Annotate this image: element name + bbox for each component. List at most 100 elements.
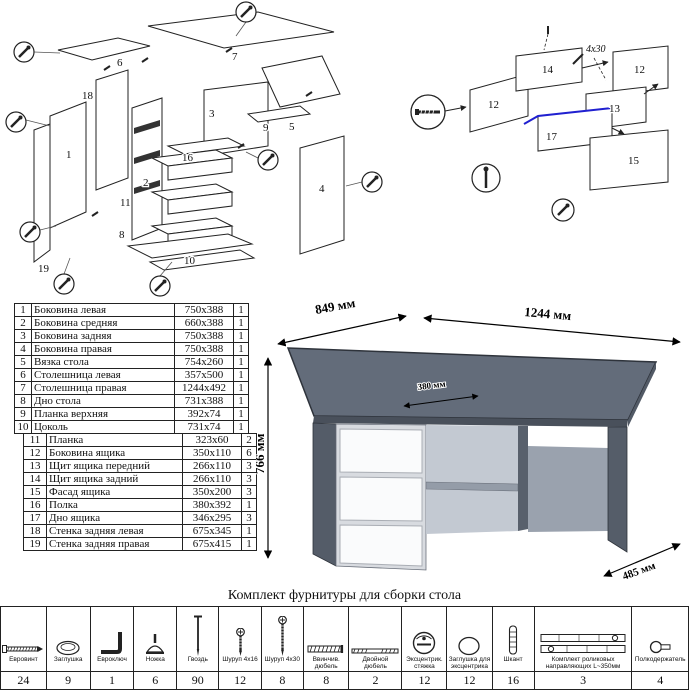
hardware-item-qty: 12 <box>446 671 493 690</box>
hardware-item: Шкант <box>491 606 535 672</box>
part-label: 13 <box>609 103 621 115</box>
parts-cell-size: 357x500 <box>174 368 234 382</box>
parts-cell-num: 2 <box>14 316 32 330</box>
panel-side-back <box>203 81 269 157</box>
parts-cell-size: 750x388 <box>174 303 234 317</box>
hardware-item: Заглушка <box>45 606 91 672</box>
hardware-item: Шуруп 4x30 <box>260 606 304 672</box>
parts-cell-num: 14 <box>23 472 47 486</box>
part-label: 11 <box>120 197 131 209</box>
parts-cell-num: 6 <box>14 368 32 382</box>
parts-cell-size: 392x74 <box>174 407 234 421</box>
hexkey-icon <box>92 612 133 656</box>
drawer-front <box>339 428 423 474</box>
hardware-item: Эксцентрик. стяжка <box>401 606 448 672</box>
assembly-arrows <box>581 60 659 135</box>
parts-cell-qty: 1 <box>233 355 249 369</box>
parts-cell-size: 754x260 <box>174 355 234 369</box>
part-label: 19 <box>38 263 50 275</box>
hardware-item-name: Шуруп 4x16 <box>222 656 258 663</box>
panel-side-right <box>299 135 345 255</box>
hardware-item-name: Заглушка для эксцентрика <box>448 656 491 670</box>
leader-arrow <box>444 105 467 112</box>
middle-side-panel <box>518 426 528 531</box>
parts-cell-name: Стенка задняя правая <box>46 537 183 551</box>
parts-cell-size: 750x388 <box>174 342 234 356</box>
dim-depth-left: 849 мм <box>314 296 357 317</box>
desk-top <box>286 347 658 421</box>
hardware-item: Комплект роликовых направляющих L~350мм <box>533 606 633 672</box>
panel-plinth <box>148 249 256 271</box>
parts-cell-num: 16 <box>23 498 47 512</box>
parts-cell-num: 11 <box>23 433 47 447</box>
parts-cell-name: Цоколь <box>31 420 175 434</box>
parts-cell-name: Полка <box>46 498 183 512</box>
hardware-item-qty: 24 <box>0 671 47 690</box>
double-dowel-icon <box>350 612 400 656</box>
part-number-labels: 12 14 12 13 17 15 <box>487 63 647 169</box>
hardware-item: Евроключ <box>89 606 135 672</box>
hardware-item-qty: 90 <box>176 671 220 690</box>
parts-cell-name: Боковина ящика <box>46 446 183 460</box>
panel-side-middle <box>131 97 163 241</box>
desk-render: 849 мм 1244 мм 766 мм 380 мм 485 мм <box>256 296 681 584</box>
panel-top-left <box>57 37 151 61</box>
hardware-item: Полкодержатель <box>631 606 689 672</box>
part-label: 9 <box>263 122 269 134</box>
parts-cell-num: 17 <box>23 511 47 525</box>
part-label: 12 <box>488 99 499 111</box>
hardware-item-qty: 8 <box>302 671 350 690</box>
euroscrew-callout-icon <box>410 94 446 130</box>
hardware-item-name: Полкодержатель <box>634 656 686 663</box>
parts-cell-qty: 1 <box>233 394 249 408</box>
parts-cell-name: Вязка стола <box>31 355 175 369</box>
hardware-item: Ввинчив. дюбель <box>302 606 350 672</box>
hardware-item-name: Комплект роликовых направляющих L~350мм <box>545 656 621 670</box>
leader-lines <box>25 21 363 277</box>
parts-cell-num: 19 <box>23 537 47 551</box>
parts-cell-size: 750x388 <box>174 329 234 343</box>
drawer-rails <box>134 120 160 194</box>
parts-cell-num: 13 <box>23 459 47 473</box>
nail-icon <box>178 612 217 656</box>
panel-back-right-sheet <box>33 123 51 263</box>
parts-cell-num: 3 <box>14 329 32 343</box>
hardware-item-qty: 2 <box>348 671 403 690</box>
cam-lock-icon <box>403 612 445 656</box>
parts-cell-qty: 3 <box>241 485 257 499</box>
parts-cell-qty: 1 <box>233 342 249 356</box>
part-label: 12 <box>634 64 645 76</box>
drawer-unit-side <box>312 422 337 567</box>
parts-cell-name: Планка <box>46 433 183 447</box>
parts-cell-size: 675x345 <box>182 524 242 538</box>
parts-cell-qty: 1 <box>233 316 249 330</box>
hardware-item-qty: 6 <box>133 671 178 690</box>
hardware-item-qty: 4 <box>631 671 689 690</box>
shelf-niche <box>426 425 518 534</box>
cap-icon <box>48 612 89 656</box>
panel-side-left <box>49 101 87 229</box>
parts-cell-qty: 2 <box>241 433 257 447</box>
parts-cell-qty: 1 <box>233 303 249 317</box>
parts-cell-name: Столешница правая <box>31 381 175 395</box>
drawer-front <box>339 524 423 567</box>
desk-top-front-edge <box>313 416 628 427</box>
hardware-item-name: Евровинт <box>9 656 38 663</box>
parts-cell-size: 350x200 <box>182 485 242 499</box>
part-number-labels: 6 7 5 18 1 2 16 11 3 8 9 10 4 19 <box>37 50 327 277</box>
parts-cell-qty: 1 <box>233 329 249 343</box>
part-label: 10 <box>184 255 196 267</box>
parts-cell-name: Боковина левая <box>31 303 175 317</box>
part-label: 4 <box>319 183 325 195</box>
hardware-item: Ножка <box>133 606 178 672</box>
